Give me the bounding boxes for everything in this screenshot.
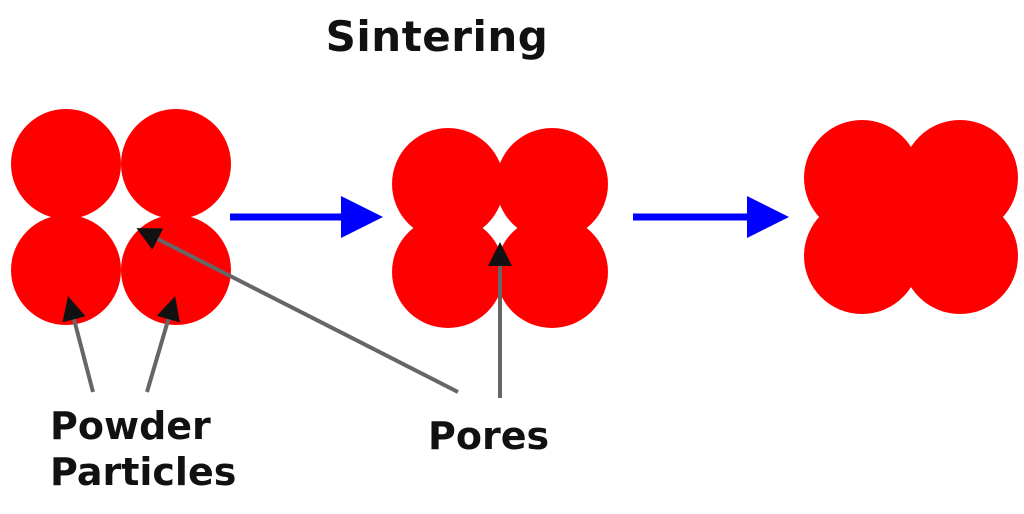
stage-necking-with-pore — [392, 128, 608, 328]
necked-particle-bottom-left — [392, 216, 504, 328]
stage-densified — [804, 120, 1018, 314]
pointer-arrow-powder-right — [145, 296, 180, 393]
powder-particle-top-left — [11, 109, 121, 219]
powder-particles-label: Powder Particles — [50, 404, 236, 495]
central-pore — [490, 221, 510, 236]
powder-particle-top-right — [121, 109, 231, 219]
pointer-arrow-powder-left — [62, 296, 95, 393]
powder-label-line2: Particles — [50, 449, 237, 494]
necked-particle-bottom-right — [496, 216, 608, 328]
densified-core — [862, 178, 960, 256]
necked-particle-top-right — [496, 128, 608, 240]
diagram-title: Sintering — [325, 12, 549, 61]
pores-label: Pores — [428, 414, 550, 458]
pointer-arrow-pore-stage1 — [136, 228, 459, 394]
powder-particle-bottom-left — [11, 215, 121, 325]
stage-loose-powder — [11, 109, 231, 325]
powder-label-line1: Powder — [50, 404, 211, 448]
necked-particle-top-left — [392, 128, 504, 240]
